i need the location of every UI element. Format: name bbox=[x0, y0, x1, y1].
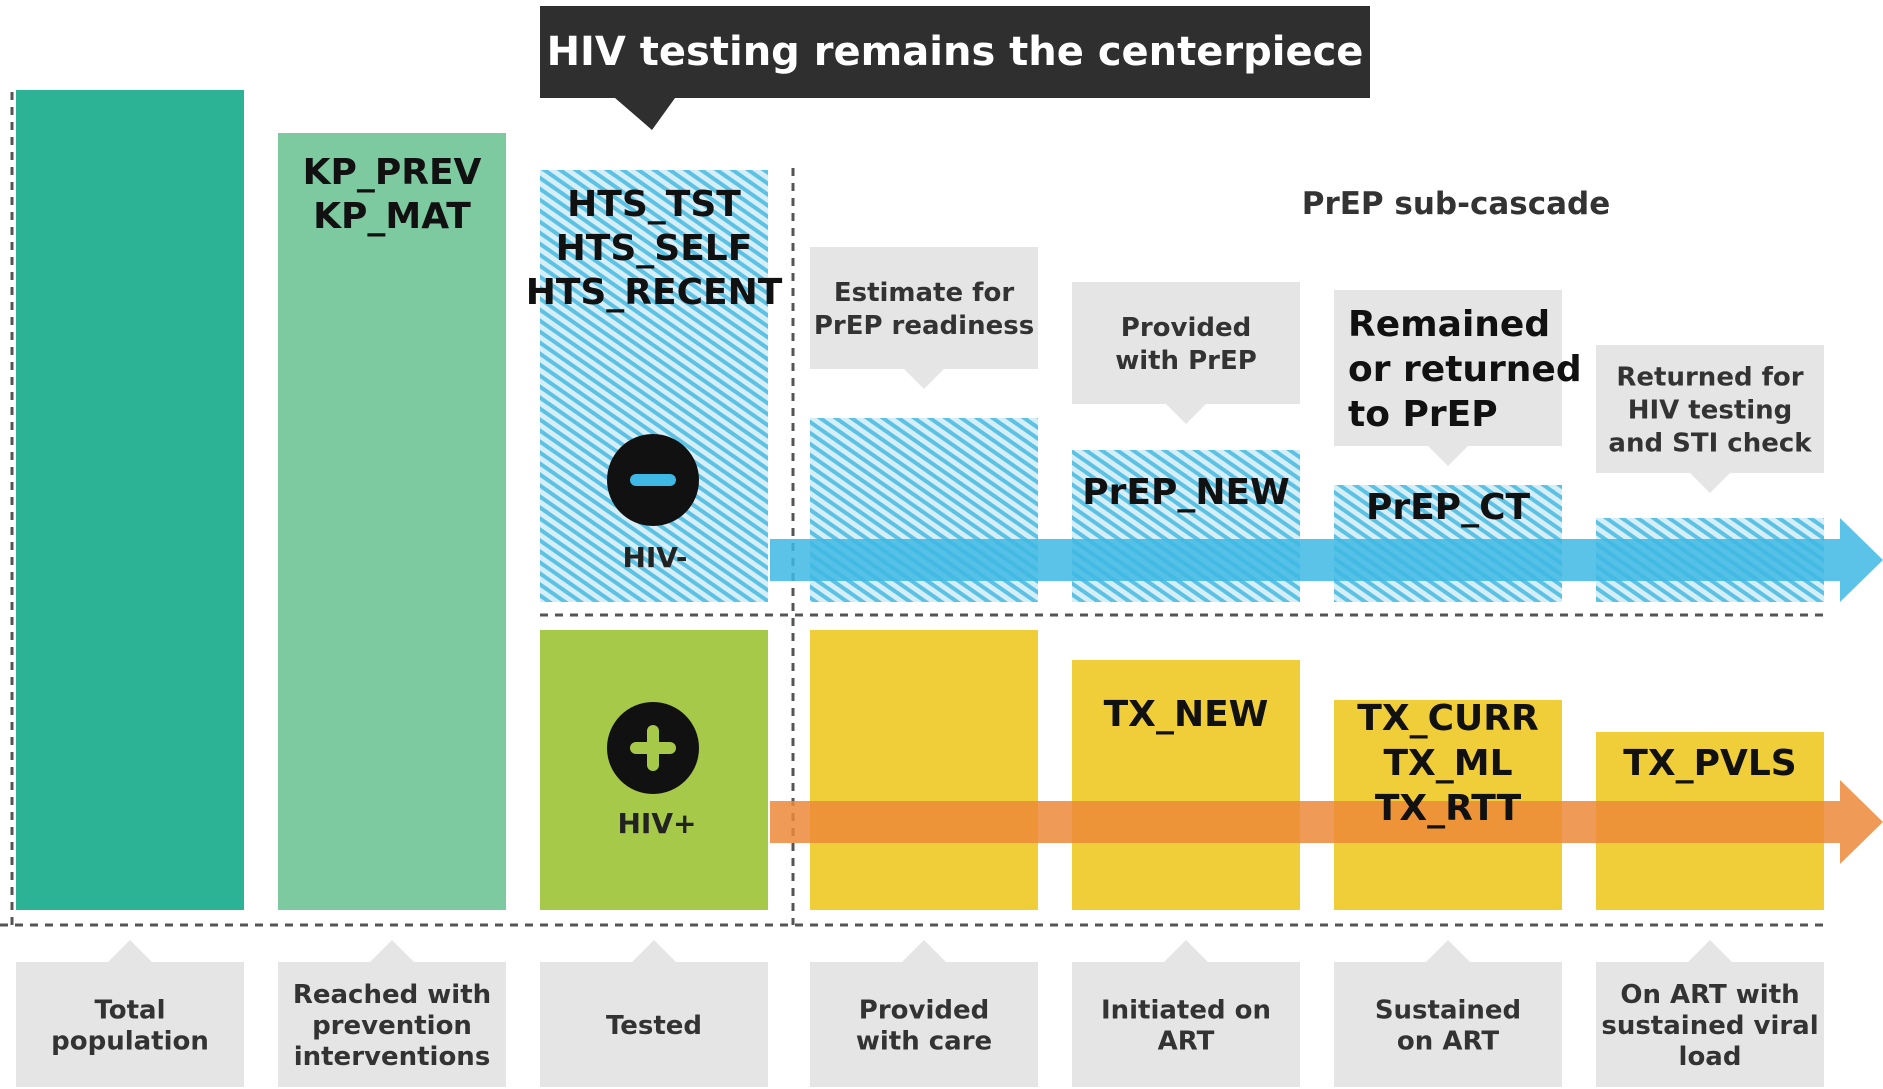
indicator-code: TX_NEW bbox=[1104, 694, 1269, 735]
treatment-flow-arrow bbox=[770, 780, 1883, 864]
stage-label-box bbox=[1596, 962, 1824, 1087]
stage-label-box bbox=[16, 962, 244, 1087]
stage-label-box bbox=[1072, 962, 1300, 1087]
stage-label: population bbox=[51, 1027, 209, 1057]
indicator-code: TX_PVLS bbox=[1623, 743, 1796, 784]
prep-flow-arrow bbox=[770, 518, 1883, 602]
prep-callout-label: Remained bbox=[1348, 304, 1550, 345]
prep-callout-pointer bbox=[904, 369, 944, 389]
prep-callout-pointer bbox=[1166, 404, 1206, 424]
indicator-code: HTS_SELF bbox=[556, 228, 753, 269]
prep-callout-label: or returned bbox=[1348, 349, 1582, 390]
indicator-code: PrEP_CT bbox=[1366, 487, 1531, 528]
hiv-positive-label: HIV+ bbox=[618, 807, 697, 840]
stage-label: Initiated on bbox=[1101, 996, 1271, 1026]
stage-label: on ART bbox=[1397, 1027, 1499, 1057]
stage-label: load bbox=[1679, 1042, 1742, 1072]
stage-label-pointer bbox=[902, 940, 946, 962]
stage-label-box bbox=[1334, 962, 1562, 1087]
tested-negative-bar bbox=[540, 170, 768, 602]
prep-callout-box bbox=[810, 247, 1038, 369]
prep-callout-label: with PrEP bbox=[1115, 346, 1257, 376]
prep-callout-pointer bbox=[1428, 446, 1468, 466]
prep-callout-label: HIV testing bbox=[1628, 395, 1793, 425]
stage-label: sustained viral bbox=[1601, 1011, 1818, 1041]
prep-callout-box bbox=[1596, 345, 1824, 473]
stage-label-pointer bbox=[632, 940, 676, 962]
indicator-code: KP_MAT bbox=[313, 196, 471, 237]
indicator-code: HTS_RECENT bbox=[526, 272, 783, 313]
stage-label: with care bbox=[856, 1027, 992, 1057]
stage-label-box bbox=[278, 962, 506, 1087]
prep-callout-box bbox=[1072, 282, 1300, 404]
prep-callout-label: to PrEP bbox=[1348, 394, 1498, 435]
hiv-positive-icon bbox=[607, 702, 699, 794]
prep-callout-label: Provided bbox=[1121, 313, 1251, 343]
stage-label-box bbox=[540, 962, 768, 1087]
prep-subcascade-label: PrEP sub-cascade bbox=[1302, 186, 1611, 222]
stage-label: Reached with bbox=[293, 980, 491, 1010]
stage-label-pointer bbox=[1164, 940, 1208, 962]
stage-label-pointer bbox=[1688, 940, 1732, 962]
indicator-code: TX_CURR bbox=[1357, 698, 1538, 739]
indicator-code: HTS_TST bbox=[567, 184, 741, 225]
banner-title: HIV testing remains the centerpiece bbox=[547, 29, 1364, 75]
stage-label: ART bbox=[1158, 1027, 1215, 1057]
banner-box bbox=[540, 6, 1370, 98]
stage-label: Sustained bbox=[1375, 996, 1521, 1026]
indicator-code: TX_RTT bbox=[1375, 788, 1522, 829]
hiv-negative-icon bbox=[607, 434, 699, 526]
stage-label-box bbox=[810, 962, 1038, 1087]
indicator-code: PrEP_NEW bbox=[1082, 472, 1290, 513]
prep-callout-label: and STI check bbox=[1608, 428, 1812, 458]
prep-callout-label: Returned for bbox=[1616, 362, 1803, 392]
indicator-code: TX_ML bbox=[1383, 743, 1512, 784]
tx-new-bar bbox=[1072, 660, 1300, 910]
stage-label: Provided bbox=[859, 996, 989, 1026]
stage-label: prevention bbox=[312, 1011, 472, 1041]
stage-label: Tested bbox=[606, 1011, 702, 1041]
prep-callout-label: PrEP readiness bbox=[814, 311, 1034, 341]
stage-label: On ART with bbox=[1620, 980, 1799, 1010]
stage-label-pointer bbox=[370, 940, 414, 962]
prep-callout-pointer bbox=[1690, 473, 1730, 493]
hiv-negative-label: HIV- bbox=[622, 541, 687, 574]
prep-callout-label: Estimate for bbox=[834, 278, 1015, 308]
total-population-bar bbox=[16, 90, 244, 910]
banner-pointer bbox=[615, 98, 675, 130]
stage-label-pointer bbox=[108, 940, 152, 962]
reached-prevention-bar bbox=[278, 133, 506, 910]
indicator-code: KP_PREV bbox=[303, 152, 482, 193]
stage-label: interventions bbox=[294, 1042, 491, 1072]
prep-callout-box bbox=[1334, 290, 1562, 446]
stage-label-pointer bbox=[1426, 940, 1470, 962]
care-bar bbox=[810, 630, 1038, 910]
stage-label: Total bbox=[94, 996, 165, 1026]
